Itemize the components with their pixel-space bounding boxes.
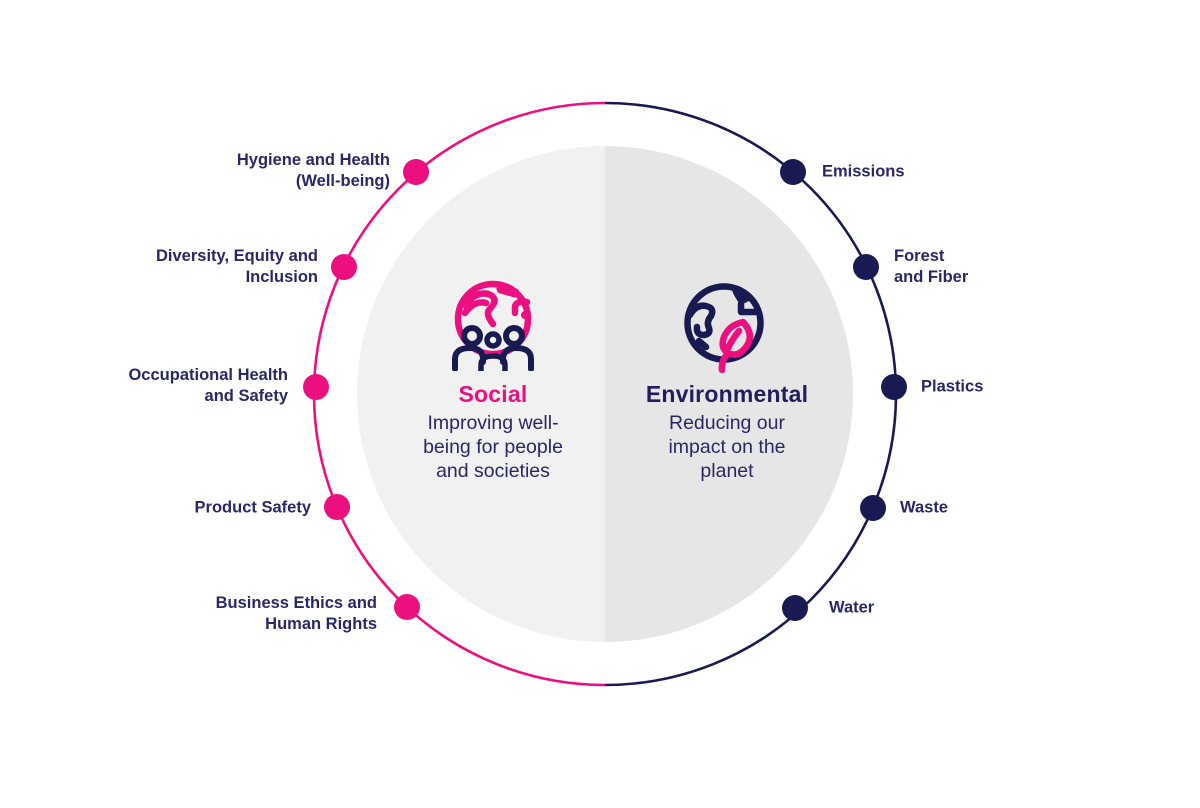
social-title: Social: [458, 381, 528, 407]
people-globe-icon: [441, 279, 545, 374]
environmental-half-disc: [605, 146, 853, 642]
plastics-dot: [881, 374, 907, 400]
environmental-description: Reducing our impact on the planet: [668, 412, 786, 482]
forest-fiber-label: Forest and Fiber: [894, 247, 969, 286]
social-half-disc: [357, 146, 605, 642]
social-description: Improving well- being for people and soc…: [423, 412, 563, 482]
emissions-dot: [780, 159, 806, 185]
forest-fiber-dot: [853, 254, 879, 280]
environmental-title: Environmental: [645, 381, 809, 407]
occupational-health-dot: [303, 374, 329, 400]
business-ethics-dot: [394, 594, 420, 620]
social-text-block: Social Improving well- being for people …: [387, 381, 599, 484]
business-ethics-label: Business Ethics and Human Rights: [215, 594, 377, 633]
water-dot: [782, 595, 808, 621]
hygiene-health-dot: [403, 159, 429, 185]
environmental-text-block: Environmental Reducing our impact on the…: [621, 381, 833, 484]
diversity-equity-dot: [331, 254, 357, 280]
product-safety-label: Product Safety: [194, 498, 311, 517]
product-safety-dot: [324, 494, 350, 520]
diversity-equity-label: Diversity, Equity and Inclusion: [156, 247, 318, 286]
hygiene-health-label: Hygiene and Health (Well-being): [236, 151, 390, 190]
occupational-health-label: Occupational Health and Safety: [128, 366, 288, 405]
globe-leaf-icon: [677, 278, 771, 375]
water-label: Water: [829, 598, 875, 617]
waste-label: Waste: [900, 498, 948, 517]
plastics-label: Plastics: [921, 377, 984, 396]
emissions-label: Emissions: [822, 162, 905, 181]
waste-dot: [860, 495, 886, 521]
